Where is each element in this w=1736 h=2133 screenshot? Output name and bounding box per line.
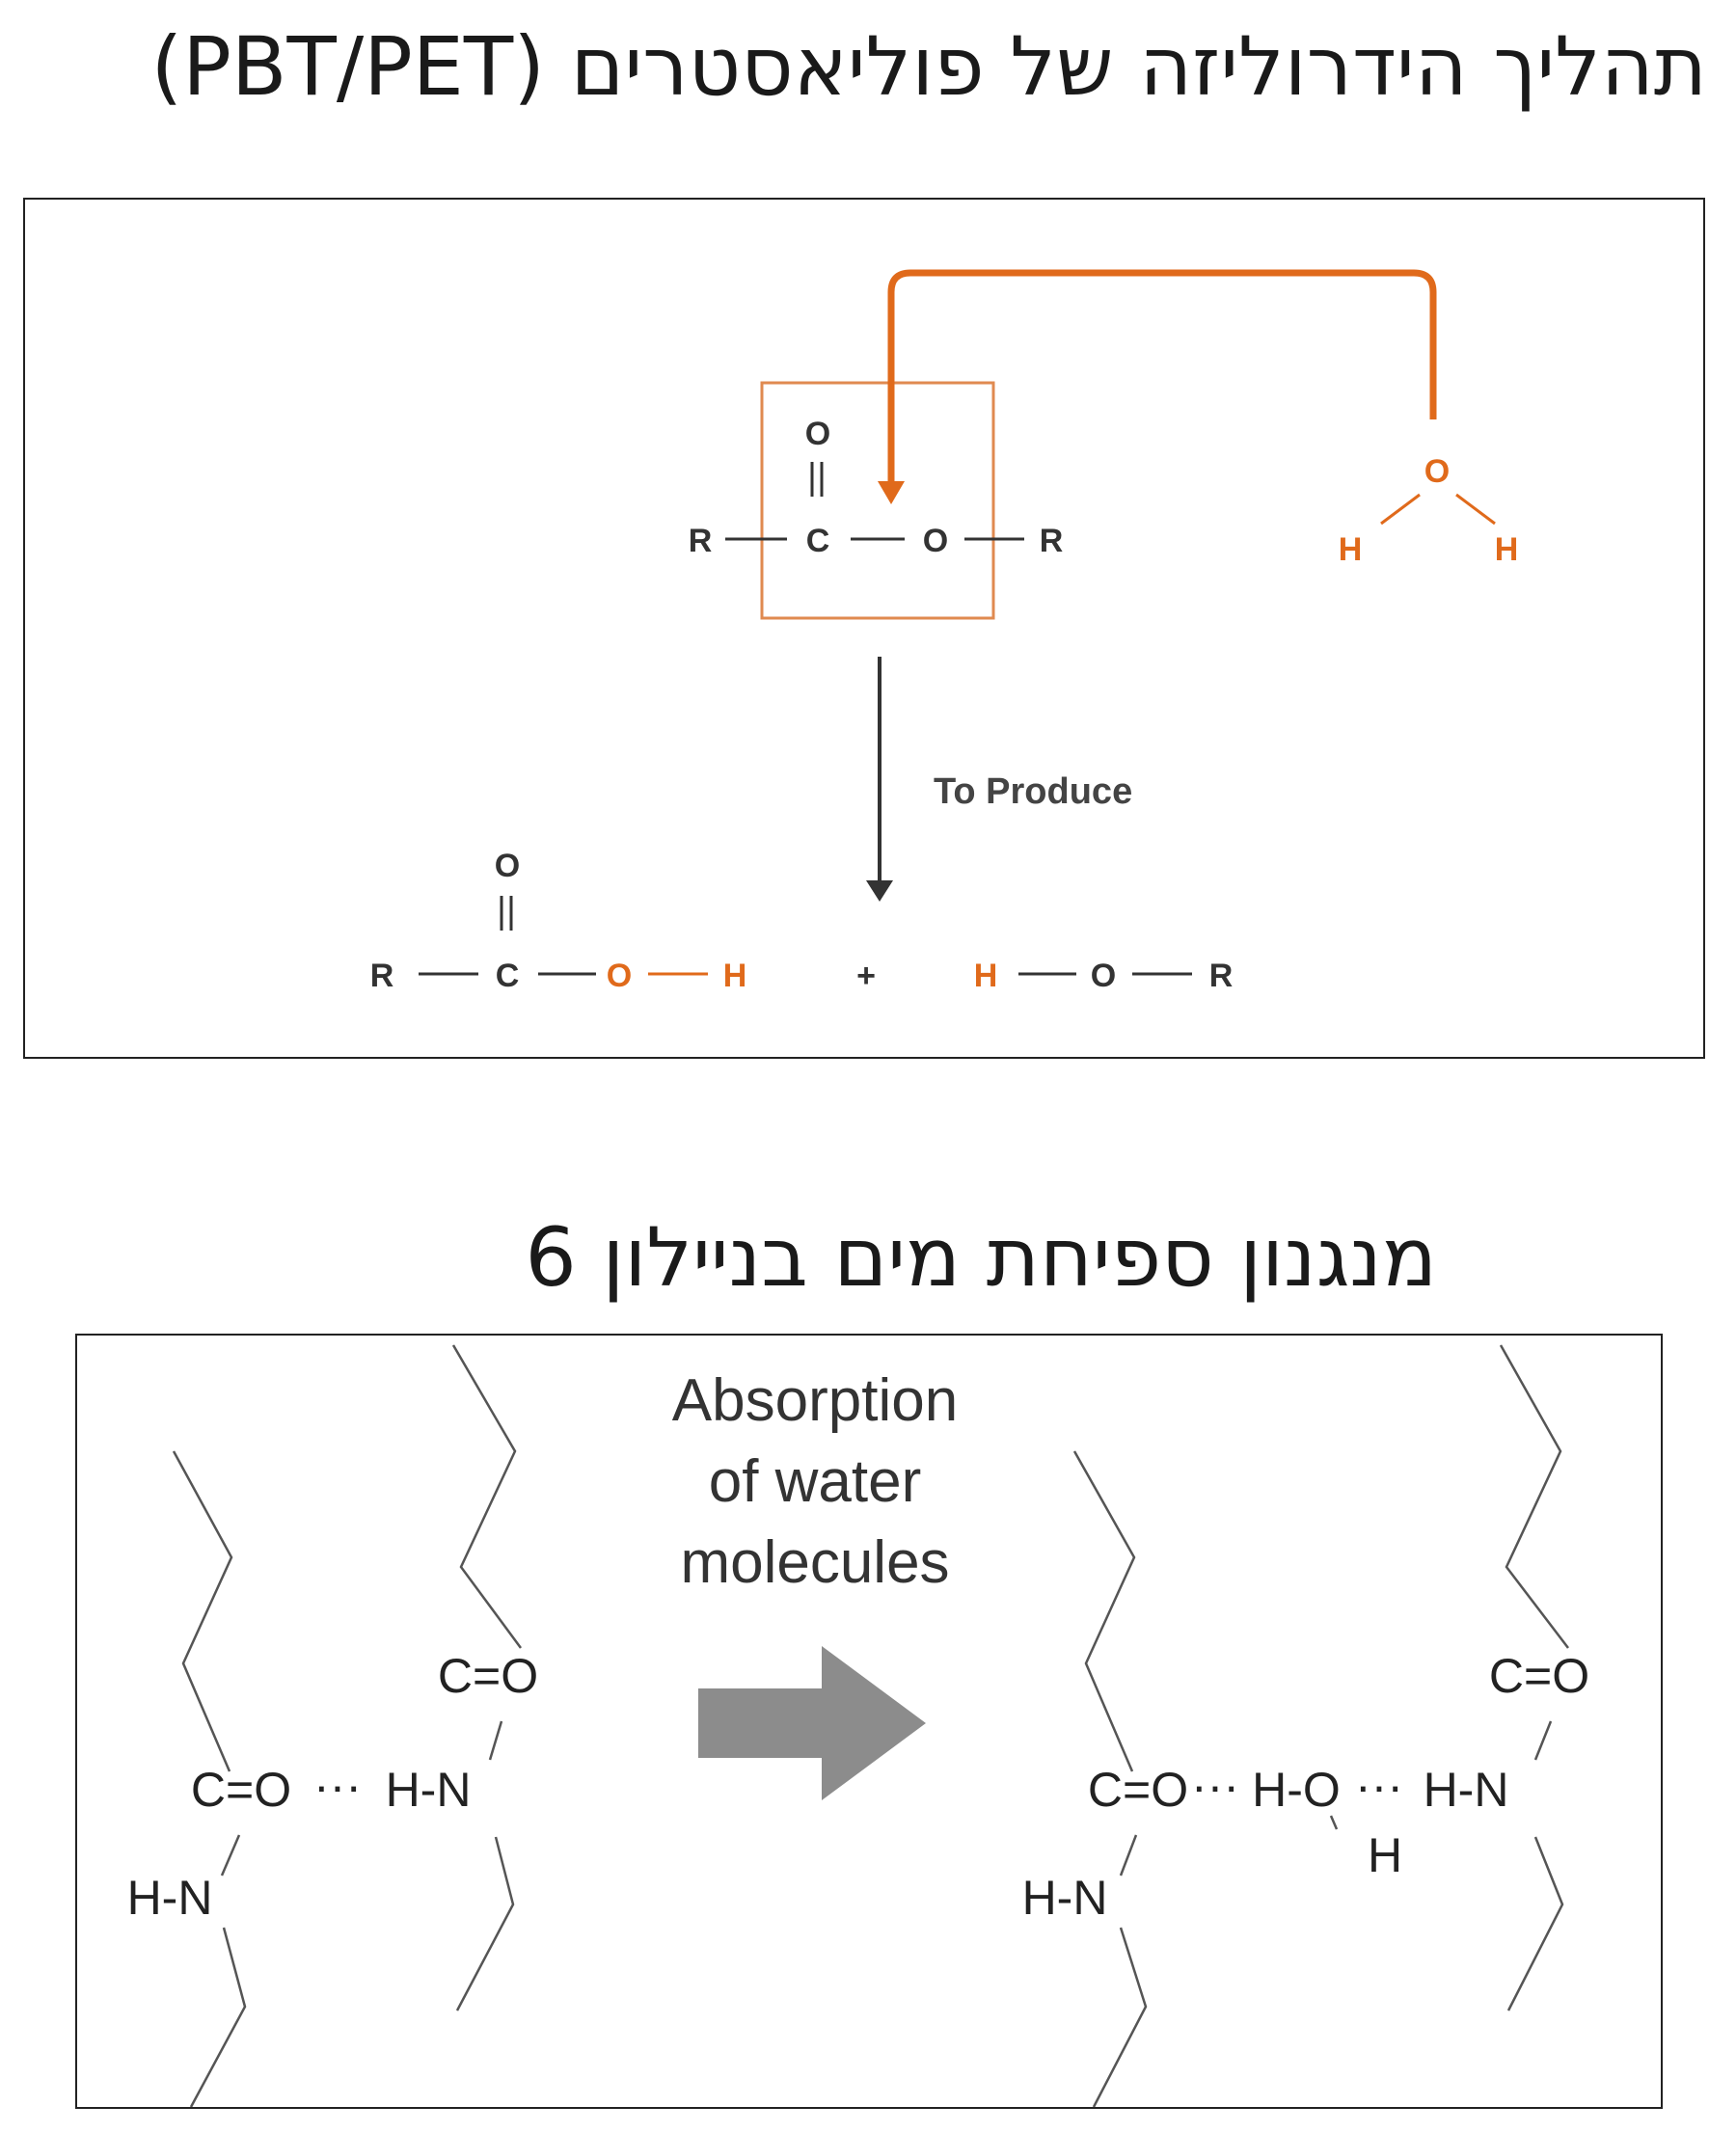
ester-oxygen: O — [923, 523, 948, 559]
right-amide-nh-bottom: H-N — [1022, 1871, 1108, 1925]
attack-arrow-head — [878, 481, 905, 504]
title-polyester-hydrolysis: תהליך הידרוליזה של פוליאסטרים (PBT/PET) — [150, 19, 1707, 114]
plus-sign: + — [856, 958, 876, 994]
right-chain-upper — [1072, 1450, 1136, 1772]
reaction-arrow-label: To Produce — [934, 771, 1132, 812]
ester-carbonyl-oxygen: O — [805, 416, 830, 452]
title-nylon-water-absorption: מנגנון ספיחת מים בניילון 6 — [525, 1210, 1437, 1305]
reaction-arrow-head — [866, 880, 893, 902]
alcohol-r: R — [1209, 958, 1234, 994]
left-carbonyl: C=O — [191, 1763, 291, 1817]
absorption-label-line-3: molecules — [680, 1529, 949, 1596]
water-oh-bond — [1329, 1815, 1339, 1830]
right-carbonyl: C=O — [1088, 1763, 1188, 1817]
water-hydrogen-left: H — [1339, 531, 1363, 568]
right-hbond-dots-2: ··· — [1355, 1759, 1403, 1813]
acid-r: R — [370, 958, 394, 994]
nylon-absorption-panel: C=O C=O ··· H-N H-N Absorption of water … — [75, 1334, 1663, 2109]
left-hbond-dots: ··· — [313, 1759, 362, 1813]
water-bond-right — [1455, 493, 1496, 526]
absorption-label-line-1: Absorption — [672, 1367, 958, 1434]
water-hydrogen-right: H — [1495, 531, 1519, 568]
mid-chain-bond — [488, 1720, 503, 1761]
attack-arrow-path — [887, 269, 1437, 481]
ester-r-right: R — [1040, 523, 1064, 559]
acid-carbon: C — [496, 958, 520, 994]
right-chain-bond-down — [1119, 1834, 1138, 1876]
ester-carbon: C — [806, 523, 830, 559]
water-oxygen: O — [1424, 453, 1450, 490]
ester-r-left: R — [689, 523, 713, 559]
far-right-chain-upper — [1499, 1344, 1569, 1649]
acid-hydrogen: H — [723, 958, 747, 994]
water-h-below: H — [1368, 1828, 1402, 1882]
left-chain-bond-down — [220, 1834, 241, 1876]
absorption-arrow — [698, 1646, 926, 1800]
left-amide-nh-bottom: H-N — [127, 1871, 213, 1925]
ester-highlight-box — [760, 381, 995, 620]
left-carbonyl-top: C=O — [438, 1649, 538, 1703]
right-chain-lower — [1092, 1927, 1148, 2107]
nylon-absorption-diagram: C=O C=O ··· H-N H-N Absorption of water … — [127, 1344, 1589, 2107]
left-chain-upper — [172, 1450, 233, 1772]
left-amide-nh: H-N — [386, 1763, 472, 1817]
far-right-chain-lower — [1506, 1836, 1564, 2012]
alcohol-hydrogen: H — [974, 958, 998, 994]
mid-chain-upper — [451, 1344, 523, 1649]
acid-carbonyl-oxygen: O — [495, 848, 520, 884]
water-bond-left — [1380, 493, 1421, 526]
right-amide-nh: H-N — [1424, 1763, 1509, 1817]
mid-chain-lower — [455, 1836, 515, 2012]
right-hbond-dots-1: ··· — [1191, 1759, 1239, 1813]
acid-oxygen: O — [607, 958, 632, 994]
hydrolysis-diagram: R C O O R O H H To Produce R C O O H + — [370, 269, 1519, 994]
far-right-chain-bond — [1533, 1720, 1553, 1761]
left-chain-lower — [189, 1927, 247, 2107]
right-carbonyl-top: C=O — [1489, 1649, 1589, 1703]
alcohol-oxygen: O — [1091, 958, 1116, 994]
hydrolysis-diagram-panel: R C O O R O H H To Produce R C O O H + — [23, 198, 1705, 1059]
absorption-label-line-2: of water — [709, 1448, 922, 1515]
water-h-o: H-O — [1252, 1763, 1341, 1817]
